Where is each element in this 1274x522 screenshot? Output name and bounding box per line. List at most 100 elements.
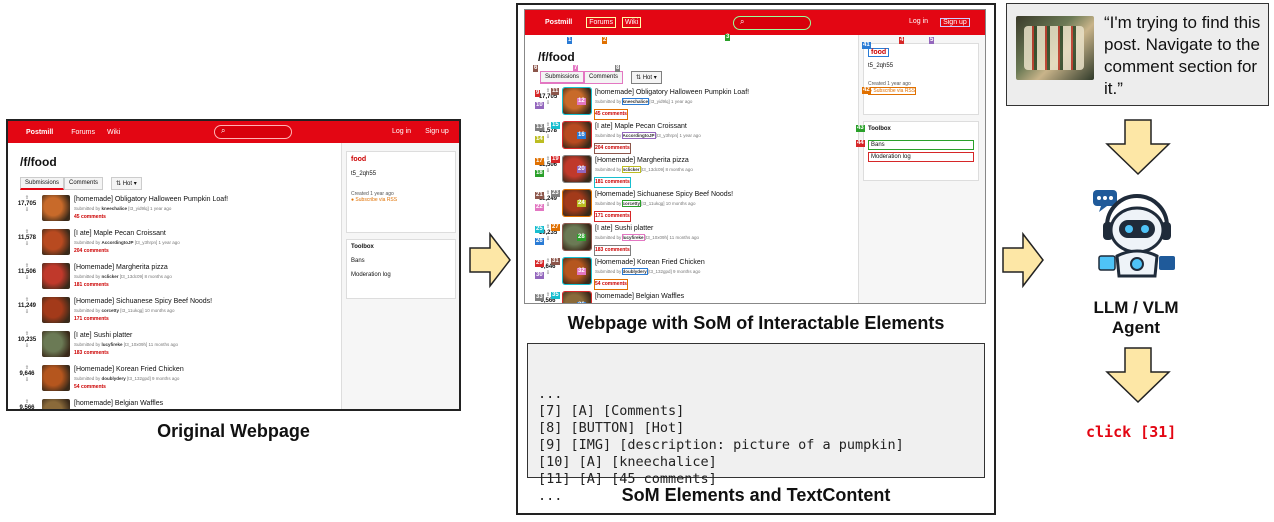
modlog-link[interactable]: Moderation log bbox=[351, 272, 391, 278]
post-author-link[interactable]: lucyfireke bbox=[621, 234, 645, 241]
som-modlog-link[interactable]: Moderation log bbox=[868, 152, 974, 162]
post-title-link[interactable]: [Homemade] Korean Fried Chicken bbox=[595, 259, 705, 266]
downvote-icon[interactable]: ⇩ bbox=[24, 275, 30, 281]
upvote-icon[interactable]: ⇧ bbox=[545, 292, 551, 298]
som-tag: 24 bbox=[577, 200, 586, 207]
som-bans-link[interactable]: Bans bbox=[868, 140, 974, 150]
post-title-link[interactable]: [I ate] Sushi platter bbox=[595, 225, 654, 232]
upvote-icon[interactable]: ⇧ bbox=[545, 88, 551, 94]
som-login-link[interactable]: Log in bbox=[909, 18, 929, 25]
post-comments-link[interactable]: 204 comments bbox=[594, 143, 631, 154]
upvote-icon[interactable]: ⇧ bbox=[545, 190, 551, 196]
post-thumbnail[interactable] bbox=[42, 263, 70, 289]
post-comments-link[interactable]: 54 comments bbox=[74, 384, 106, 390]
upvote-icon[interactable]: ⇧ bbox=[24, 331, 30, 337]
post-title-link[interactable]: [Homemade] Margherita pizza bbox=[595, 157, 689, 164]
post-comments-link[interactable]: 171 comments bbox=[594, 211, 631, 222]
som-brand-link[interactable]: Postmill bbox=[545, 19, 573, 26]
post-comments-link[interactable]: 181 comments bbox=[594, 177, 631, 188]
post-comments-link[interactable]: 204 comments bbox=[74, 248, 109, 254]
downvote-icon[interactable]: ⇩ bbox=[24, 309, 30, 315]
upvote-icon[interactable]: ⇧ bbox=[545, 224, 551, 230]
post-title-link[interactable]: [Homemade] Sichuanese Spicy Beef Noods! bbox=[595, 191, 734, 198]
post-author-link[interactable]: nclicker bbox=[621, 166, 641, 173]
downvote-icon[interactable]: ⇩ bbox=[545, 202, 551, 208]
wiki-link[interactable]: Wiki bbox=[106, 128, 121, 136]
post-title-link[interactable]: [I ate] Sushi platter bbox=[74, 332, 133, 339]
som-signup-link[interactable]: Sign up bbox=[940, 18, 970, 27]
downvote-icon[interactable]: ⇩ bbox=[545, 168, 551, 174]
post-thumbnail[interactable] bbox=[42, 195, 70, 221]
upvote-icon[interactable]: ⇧ bbox=[24, 399, 30, 405]
upvote-icon[interactable]: ⇧ bbox=[24, 263, 30, 269]
post-title-link[interactable]: [homemade] Belgian Waffles bbox=[595, 293, 685, 300]
bans-link[interactable]: Bans bbox=[351, 258, 365, 264]
tab-comments[interactable]: Comments bbox=[64, 177, 104, 190]
post-title-link[interactable]: [homemade] Belgian Waffles bbox=[74, 400, 164, 407]
post-author-link[interactable]: corcetty bbox=[101, 308, 120, 313]
post-author-link[interactable]: lucyfireke bbox=[101, 342, 123, 347]
post-comments-link[interactable]: 171 comments bbox=[74, 316, 109, 322]
post-title-link[interactable]: [I ate] Maple Pecan Croissant bbox=[74, 230, 166, 237]
post-thumbnail[interactable] bbox=[42, 297, 70, 323]
upvote-icon[interactable]: ⇧ bbox=[545, 122, 551, 128]
sort-hot-button[interactable]: ⇅ Hot ▾ bbox=[111, 177, 142, 190]
downvote-icon[interactable]: ⇩ bbox=[24, 241, 30, 247]
post-comments-link[interactable]: 183 comments bbox=[74, 350, 109, 356]
sidebar-forum-name[interactable]: food bbox=[351, 156, 367, 163]
brand-link[interactable]: Postmill bbox=[26, 128, 54, 136]
post-author-link[interactable]: corcetty bbox=[621, 200, 642, 207]
som-tab-comments[interactable]: Comments bbox=[584, 71, 624, 84]
downvote-icon[interactable]: ⇩ bbox=[545, 270, 551, 276]
downvote-icon[interactable]: ⇩ bbox=[24, 207, 30, 213]
signup-link[interactable]: Sign up bbox=[425, 128, 449, 135]
som-wiki-link[interactable]: Wiki bbox=[621, 17, 642, 28]
forums-link[interactable]: Forums bbox=[71, 128, 95, 136]
post-title-link[interactable]: [homemade] Obligatory Halloween Pumpkin … bbox=[595, 89, 750, 96]
upvote-icon[interactable]: ⇧ bbox=[545, 258, 551, 264]
post-author-link[interactable]: nclicker bbox=[101, 274, 119, 279]
post-comments-link[interactable]: 45 comments bbox=[74, 214, 106, 220]
upvote-icon[interactable]: ⇧ bbox=[24, 365, 30, 371]
downvote-icon[interactable]: ⇩ bbox=[545, 134, 551, 140]
post-title-link[interactable]: [Homemade] Sichuanese Spicy Beef Noods! bbox=[74, 298, 213, 305]
som-sort-hot-button[interactable]: ⇅ Hot ▾ bbox=[631, 71, 662, 84]
post-thumbnail[interactable] bbox=[42, 365, 70, 391]
upvote-icon[interactable]: ⇧ bbox=[545, 156, 551, 162]
post-thumbnail[interactable] bbox=[42, 331, 70, 357]
post-comments-link[interactable]: 54 comments bbox=[594, 279, 628, 290]
post-author-link[interactable]: doublydery bbox=[621, 268, 648, 275]
post-title-link[interactable]: [homemade] Obligatory Halloween Pumpkin … bbox=[74, 196, 229, 203]
som-rss-link[interactable]: ● Subscribe via RSS bbox=[868, 87, 917, 95]
downvote-icon[interactable]: ⇩ bbox=[545, 100, 551, 106]
post-author-link[interactable]: kneechalice bbox=[101, 206, 128, 211]
downvote-icon[interactable]: ⇩ bbox=[24, 377, 30, 383]
som-tab-submissions[interactable]: Submissions bbox=[540, 71, 585, 84]
som-sidebar-forum-name[interactable]: food bbox=[868, 48, 890, 57]
post-comments-link[interactable]: 45 comments bbox=[594, 109, 628, 120]
search-input[interactable]: ⌕ bbox=[214, 125, 292, 139]
post-author-link[interactable]: kneechalice bbox=[621, 98, 650, 105]
post-title-link[interactable]: [Homemade] Korean Fried Chicken bbox=[74, 366, 184, 373]
post-title-link[interactable]: [Homemade] Margherita pizza bbox=[74, 264, 168, 271]
post-thumbnail[interactable] bbox=[42, 399, 70, 409]
rss-link[interactable]: ● Subscribe via RSS bbox=[351, 197, 398, 203]
submitted-by-label: Submitted by bbox=[74, 206, 102, 211]
som-search-input[interactable]: ⌕ bbox=[733, 16, 811, 30]
downvote-icon[interactable]: ⇩ bbox=[24, 343, 30, 349]
login-link[interactable]: Log in bbox=[392, 128, 412, 135]
post-author-link[interactable]: AccordingtoJP bbox=[101, 240, 134, 245]
som-forums-link[interactable]: Forums bbox=[586, 17, 616, 28]
upvote-icon[interactable]: ⇧ bbox=[24, 297, 30, 303]
upvote-icon[interactable]: ⇧ bbox=[24, 229, 30, 235]
downvote-icon[interactable]: ⇩ bbox=[545, 236, 551, 242]
post-title-link[interactable]: [I ate] Maple Pecan Croissant bbox=[595, 123, 687, 130]
post-author-link[interactable]: doublydery bbox=[101, 376, 126, 381]
tab-submissions[interactable]: Submissions bbox=[20, 177, 65, 190]
post-author-link[interactable]: AccordingtoJP bbox=[621, 132, 656, 139]
post-comments-link[interactable]: 183 comments bbox=[594, 245, 631, 256]
post-thumbnail[interactable] bbox=[42, 229, 70, 255]
post-comments-link[interactable]: 181 comments bbox=[74, 282, 109, 288]
upvote-icon[interactable]: ⇧ bbox=[24, 195, 30, 201]
post-thumbnail[interactable] bbox=[562, 291, 592, 303]
